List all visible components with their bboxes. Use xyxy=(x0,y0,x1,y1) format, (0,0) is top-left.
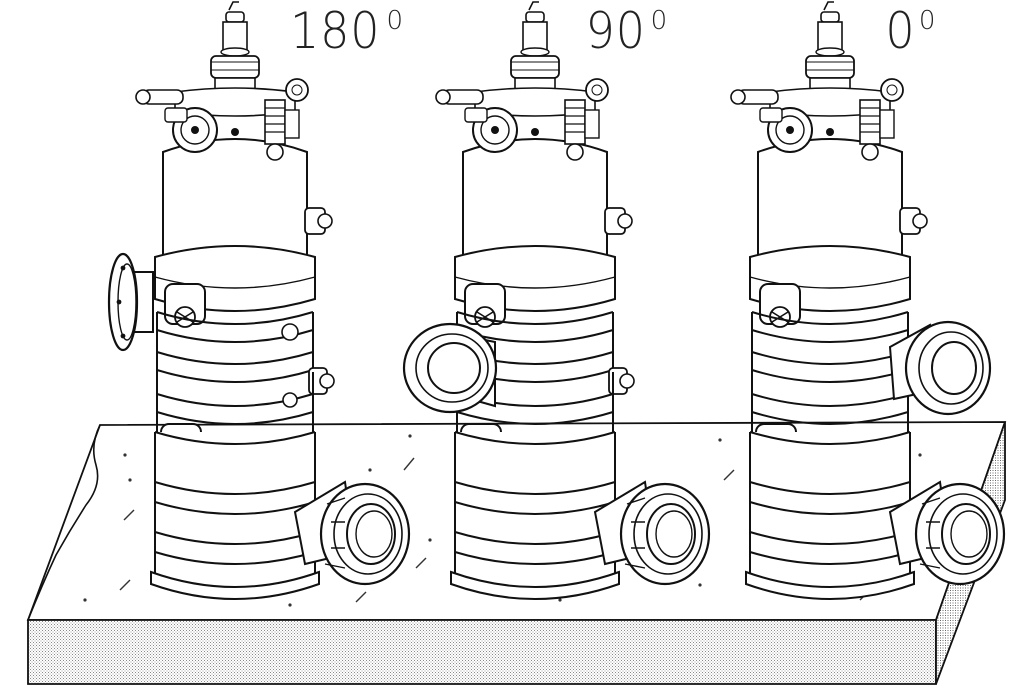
valve-assembly-90 xyxy=(402,1,711,601)
angle-value: 0 xyxy=(885,2,916,60)
angle-degree-mark: 0 xyxy=(386,6,404,36)
upper-outlet-flange-right xyxy=(888,320,992,416)
angle-value: 90 xyxy=(585,2,646,60)
angle-degree-mark: 0 xyxy=(918,6,937,36)
valve-assembly-180 xyxy=(107,1,411,601)
valve-assembly-0 xyxy=(730,1,1006,601)
angle-degree-mark: 0 xyxy=(650,6,669,36)
upper-outlet-flange-left xyxy=(107,252,154,352)
angle-value: 180 xyxy=(289,2,381,60)
upper-outlet-flange-front xyxy=(402,322,498,414)
